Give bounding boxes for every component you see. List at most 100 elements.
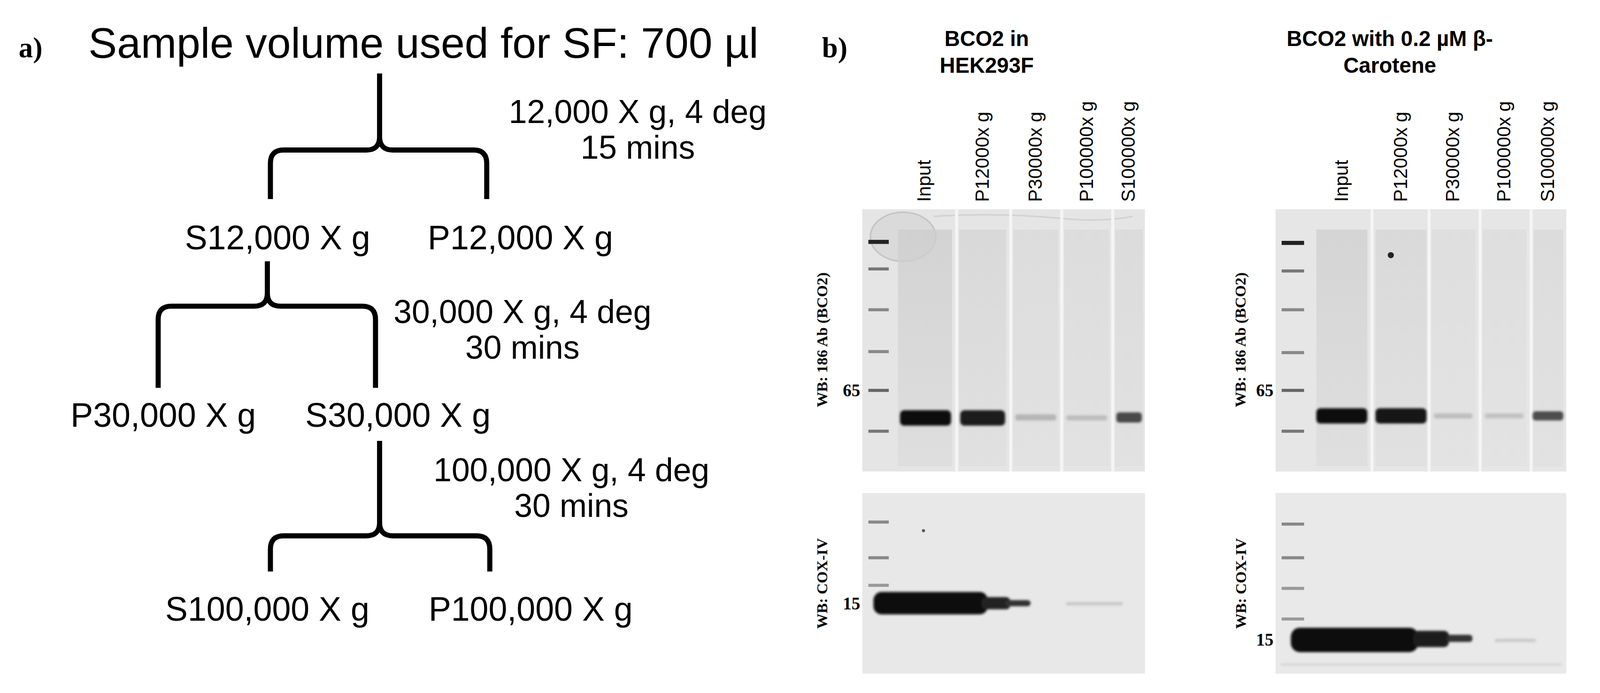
bracket — [270, 73, 487, 200]
splice-line — [1060, 209, 1064, 472]
blot-membrane — [862, 209, 1146, 472]
splice-line — [1370, 209, 1374, 472]
centrifugation-condition: 12,000 X g, 4 deg 15 mins — [500, 93, 775, 166]
protein-band — [1290, 627, 1419, 653]
protein-band — [1280, 663, 1562, 666]
protein-band — [1484, 413, 1524, 419]
fraction-label: P30,000 X g — [70, 395, 256, 435]
blot-title: BCO2 with 0.2 µM β-Carotene — [1261, 25, 1519, 79]
ladder-band — [1281, 556, 1305, 560]
splice-line — [1427, 209, 1431, 472]
protein-band — [1433, 413, 1473, 419]
antibody-label: WB: COX-IV — [813, 538, 832, 630]
western-blot — [862, 209, 1146, 472]
mw-marker: 15 — [842, 593, 861, 614]
ladder-band — [868, 267, 889, 271]
ladder-band — [868, 429, 889, 433]
ladder-band — [868, 307, 889, 312]
protein-bands — [900, 410, 1142, 426]
protein-band — [1066, 415, 1108, 421]
ladder-band — [1281, 522, 1305, 526]
protein-band — [1066, 602, 1123, 606]
membrane-smudge — [933, 214, 1133, 220]
protein-band — [1015, 414, 1057, 421]
lane-smear — [1375, 229, 1427, 467]
protein-bands — [1280, 627, 1562, 666]
lane-label: P12000x g — [971, 111, 994, 202]
protein-band — [873, 592, 988, 615]
panel-label: a) — [18, 31, 43, 65]
lane-smear — [1316, 229, 1368, 467]
lane-smear — [898, 229, 953, 467]
ladder-band — [1281, 240, 1305, 246]
lane-label: P30000x g — [1442, 111, 1464, 202]
ladder-band — [1281, 269, 1305, 273]
antibody-label: WB: 186 Ab (BCO2) — [1231, 272, 1250, 408]
ladder-band — [868, 556, 889, 560]
splice-line — [954, 209, 959, 472]
protein-band — [1316, 408, 1368, 424]
ladder-band — [868, 350, 889, 354]
protein-band — [1375, 408, 1427, 424]
ladder-band — [1281, 351, 1305, 355]
antibody-label: WB: 186 Ab (BCO2) — [813, 272, 832, 408]
ladder-band — [1281, 388, 1305, 393]
centrifugation-condition: 30,000 X g, 4 deg 30 mins — [385, 293, 660, 366]
protein-bands — [1316, 408, 1564, 424]
protein-band — [1116, 412, 1142, 423]
western-blot — [862, 492, 1146, 674]
protein-bands — [873, 592, 1123, 615]
protein-band — [1494, 638, 1536, 643]
bracket — [158, 261, 376, 388]
splice-line — [1529, 209, 1533, 472]
membrane-dot — [922, 529, 926, 533]
splice-line — [1111, 209, 1115, 472]
membrane-dot — [1387, 252, 1394, 259]
blot-membrane — [1275, 492, 1567, 674]
panel-label: b) — [822, 31, 848, 65]
lane-label: Input — [913, 160, 936, 202]
fraction-label: S30,000 X g — [305, 395, 491, 435]
lane-label: S100000x g — [1537, 101, 1559, 203]
lane-smear — [959, 229, 1007, 467]
lane-smear — [1431, 229, 1476, 467]
protein-band — [960, 410, 1006, 426]
protein-band — [1446, 634, 1473, 642]
western-blot — [1275, 492, 1567, 674]
centrifugation-condition: 100,000 X g, 4 deg 30 mins — [424, 452, 719, 524]
protein-band — [900, 410, 952, 426]
lane-label: P100000x g — [1493, 101, 1516, 203]
lane-smear — [1482, 229, 1527, 467]
western-blot — [1275, 209, 1567, 472]
ladder-band — [868, 239, 889, 245]
fraction-label: P12,000 X g — [427, 218, 614, 257]
lane-label: S100000x g — [1117, 101, 1140, 203]
antibody-label: WB: COX-IV — [1231, 538, 1250, 630]
lane-label: Input — [1330, 160, 1353, 202]
blot-membrane — [862, 492, 1146, 674]
ladder-band — [868, 520, 889, 524]
protein-band — [1005, 600, 1031, 607]
panel-heading: Sample volume used for SF: 700 µl — [88, 18, 759, 68]
mw-marker: 65 — [842, 380, 861, 401]
ladder-band — [868, 388, 889, 393]
ladder-band — [1281, 307, 1305, 312]
splice-line — [1478, 209, 1482, 472]
lane-label: P100000x g — [1076, 101, 1098, 203]
mw-marker: 65 — [1256, 380, 1274, 401]
ladder-band — [868, 583, 889, 587]
lane-smear — [1064, 229, 1110, 467]
fraction-label: P100,000 X g — [428, 589, 633, 629]
ladder-band — [1281, 429, 1305, 433]
ladder-band — [1281, 617, 1305, 621]
lane-label: P30000x g — [1024, 111, 1047, 202]
blot-title: BCO2 in HEK293F — [925, 25, 1048, 79]
fraction-label: S100,000 X g — [165, 589, 370, 629]
blot-membrane — [1275, 209, 1567, 472]
lane-label: P12000x g — [1390, 111, 1412, 202]
protein-band — [1413, 630, 1449, 647]
protein-band — [1532, 411, 1564, 421]
mw-marker: 15 — [1256, 630, 1274, 650]
